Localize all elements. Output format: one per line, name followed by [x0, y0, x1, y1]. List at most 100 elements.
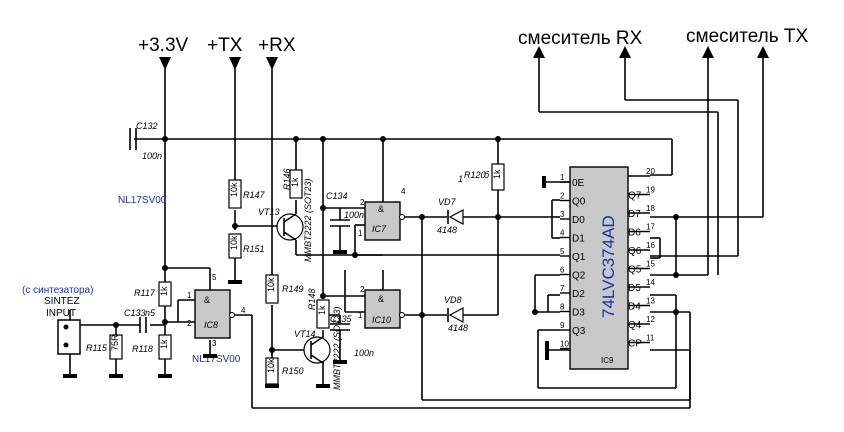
- svg-text:1k: 1k: [492, 169, 502, 179]
- svg-text:75R: 75R: [110, 334, 120, 351]
- ic8-type-label: NL17SV00: [192, 354, 241, 365]
- svg-text:2: 2: [187, 319, 192, 328]
- svg-text:VT13: VT13: [258, 207, 280, 217]
- svg-text:1: 1: [358, 229, 363, 238]
- svg-text:3: 3: [212, 339, 217, 348]
- chip-pin-left: 4D1: [560, 229, 585, 245]
- svg-text:C133: C133: [124, 308, 146, 318]
- svg-text:MMBT2222 (SOT23): MMBT2222 (SOT23): [332, 306, 342, 390]
- chip-pin-label: Q2: [572, 271, 586, 282]
- chip-pin-label: D6: [628, 228, 641, 239]
- svg-text:SINTEZ: SINTEZ: [44, 296, 80, 307]
- svg-text:10k: 10k: [229, 182, 239, 197]
- chip-pin-label: CP: [628, 339, 642, 350]
- svg-text:VD7: VD7: [438, 197, 457, 207]
- svg-text:IC8: IC8: [204, 320, 218, 330]
- chip-pin-label: D4: [628, 302, 641, 313]
- chip-pin-label: Q0: [572, 197, 586, 208]
- chip-pin-label: Q1: [572, 252, 586, 263]
- mixer-tx-label: смеситель TX: [686, 26, 809, 47]
- chip-pin-label: Q4: [628, 320, 642, 331]
- svg-text:C134: C134: [326, 191, 348, 201]
- svg-text:2: 2: [360, 198, 365, 207]
- chip-pin-label: D3: [572, 308, 585, 319]
- transistor-vt14: VT14 MMBT2222 (SOT23): [294, 306, 342, 390]
- chip-pin-number: 6: [560, 266, 565, 275]
- junctions: [113, 136, 679, 353]
- svg-text:IC10: IC10: [372, 315, 391, 325]
- capacitor-c132: C132 100n: [129, 121, 162, 161]
- svg-text:C132: C132: [136, 121, 158, 131]
- svg-text:R148: R148: [307, 288, 317, 310]
- input-source-label: (с синтезатора): [22, 285, 93, 296]
- rail-label-tx: +TX: [207, 35, 243, 56]
- chip-pin-label: Q5: [628, 265, 642, 276]
- svg-text:4: 4: [401, 187, 406, 196]
- chip-pin-number: 7: [560, 284, 565, 293]
- resistor-r150: 10k R150: [265, 357, 304, 385]
- svg-text:1: 1: [187, 291, 192, 300]
- svg-text:1: 1: [458, 174, 463, 184]
- chip-name: 74LVC374AD: [599, 215, 618, 318]
- svg-text:INPUT: INPUT: [46, 308, 76, 319]
- chip-pin-label: D2: [572, 289, 585, 300]
- svg-text:&: &: [204, 295, 210, 305]
- svg-text:R146: R146: [282, 168, 292, 190]
- ic8-type-label-top: NL17SV00: [118, 195, 167, 206]
- svg-text:10k: 10k: [266, 277, 276, 292]
- chip-pin-label: Q3: [572, 326, 586, 337]
- svg-text:100n: 100n: [344, 210, 364, 220]
- rail-label-rx: +RX: [258, 35, 296, 56]
- svg-text:n5: n5: [145, 308, 156, 318]
- svg-text:1k: 1k: [317, 305, 327, 315]
- svg-text:б: б: [484, 170, 490, 180]
- chip-pin-number: 9: [560, 321, 565, 330]
- chip-pin-number: 17: [646, 223, 655, 232]
- chip-pin-number: 1: [560, 173, 565, 182]
- chip-pin-left: 9Q3: [560, 321, 586, 337]
- svg-text:2: 2: [360, 285, 365, 294]
- rail-arrows: [159, 46, 769, 70]
- resistor-r148: 1k R148: [307, 288, 330, 329]
- chip-pin-number: 3: [560, 210, 565, 219]
- rail-label-3v3: +3.3V: [138, 35, 189, 56]
- svg-text:R150: R150: [282, 366, 304, 376]
- chip-pin-number: 20: [646, 167, 655, 176]
- input-connector: SINTEZ INPUT: [44, 296, 81, 355]
- svg-text:4: 4: [241, 306, 246, 315]
- svg-text:100n: 100n: [142, 151, 162, 161]
- svg-text:R118: R118: [132, 344, 153, 354]
- svg-text:1k: 1k: [290, 177, 300, 187]
- chip-pin-number: 11: [646, 334, 655, 343]
- chip-pin-left: 8D3: [560, 303, 585, 319]
- resistor-r120: 1k 1 R120 б: [458, 163, 505, 191]
- chip-pin-number: 13: [646, 297, 655, 306]
- wires: [69, 58, 764, 409]
- chip-pin-left: 10: [560, 340, 570, 350]
- chip-pin-label: D5: [628, 283, 641, 294]
- resistor-r151: 10k R151: [228, 233, 265, 259]
- svg-text:C135: C135: [330, 314, 353, 324]
- svg-text:&: &: [378, 294, 384, 304]
- svg-text:&: &: [378, 204, 384, 214]
- chip-pin-number: 8: [560, 303, 565, 312]
- resistor-r115: 75R R115: [86, 334, 123, 360]
- resistor-r149: 10k R149: [265, 274, 304, 304]
- resistor-r147: 10k R147: [228, 179, 266, 209]
- chip-pin-label: 0E: [572, 178, 585, 189]
- capacitor-c135: C135 100n: [330, 314, 374, 364]
- chip-pin-label: Q6: [628, 246, 642, 257]
- gate-ic7: & IC7 2 1 4: [358, 187, 406, 241]
- svg-text:R149: R149: [282, 284, 304, 294]
- chip-pin-left: 5Q1: [560, 247, 586, 263]
- chip-pin-label: D7: [628, 209, 641, 220]
- chip-pin-left: 7D2: [560, 284, 585, 300]
